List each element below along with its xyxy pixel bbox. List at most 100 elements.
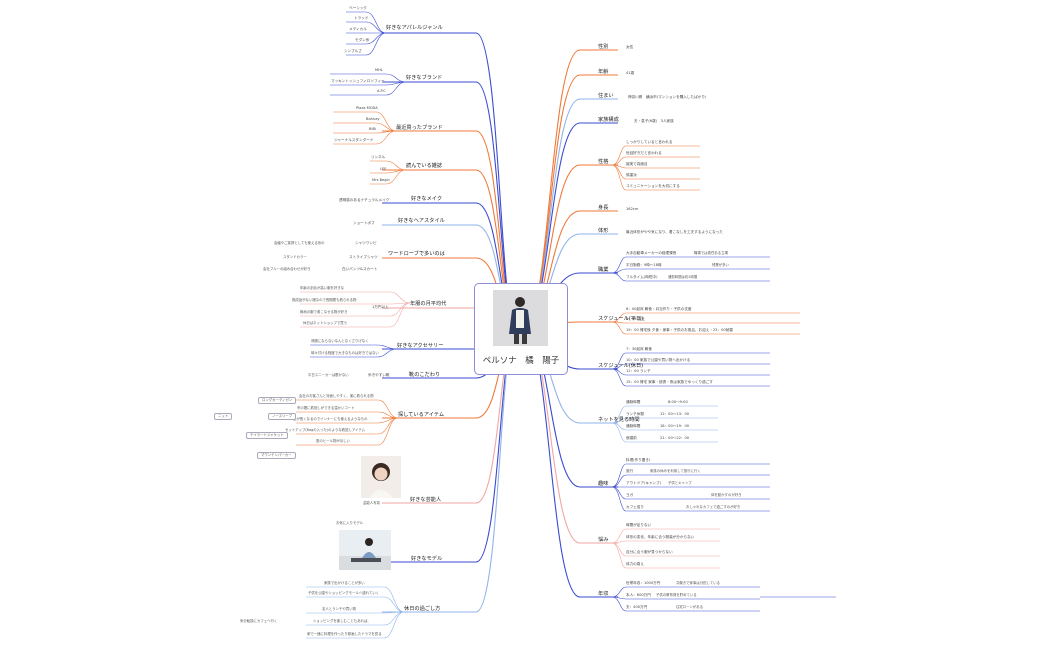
wardrobe-item[interactable]: ストライプシャツ	[349, 255, 378, 259]
hobby-note[interactable]: 家族の休みを利用して旅行に行く	[650, 469, 701, 473]
net-label[interactable]: 就寝前	[626, 436, 637, 440]
topic-job[interactable]: 職業	[598, 267, 609, 273]
topic-hair[interactable]: 好きなヘアスタイル	[398, 218, 445, 224]
wanted-item[interactable]: セットアップ(Bagの入った)のような着回しアイテム	[285, 428, 366, 432]
age-value[interactable]: 41歳	[626, 71, 635, 75]
spending-amount[interactable]: 1万円以上	[372, 305, 389, 309]
apparel-item[interactable]: メディカル	[349, 27, 367, 31]
weekday-item[interactable]: 8：00 出社	[626, 317, 645, 321]
wardrobe-note[interactable]: 会社ブルーの組み合わせが好き	[263, 267, 311, 271]
spending-item[interactable]: 休日はネットショップで買う	[303, 321, 348, 325]
net-label[interactable]: 通勤時間	[626, 400, 641, 404]
topic-accessory[interactable]: 好きなアクセサリー	[397, 343, 444, 349]
income-note[interactable]: 共働きで家事は分担している	[676, 581, 720, 585]
topic-body[interactable]: 体形	[598, 228, 609, 234]
spending-item[interactable]: 無地の服で着こなせる物が好き	[300, 310, 348, 314]
feet-note[interactable]: 平日スニーカーは履かない	[308, 373, 349, 377]
recent-brand-item[interactable]: ジャーナルスタンダード	[334, 138, 374, 142]
worry-item[interactable]: 体形の変化、年齢に合う服装が分からない	[626, 535, 695, 539]
weekend-item[interactable]: 15：00 帰宅 家事・読書・夜は家族でゆっくり過ごす	[626, 380, 713, 384]
holiday-item[interactable]: 友人とランチや買い物	[322, 607, 356, 611]
holiday-item[interactable]: 家で一緒に料理を作ったり録画したドラマを見る	[307, 632, 382, 636]
topic-age[interactable]: 年齢	[598, 69, 609, 75]
recent-brand-item[interactable]: BiBi	[369, 127, 376, 131]
worry-item[interactable]: 時間が足りない	[626, 523, 652, 527]
topic-celebrity[interactable]: 好きな芸能人	[410, 497, 442, 503]
job-item[interactable]: 平日勤務：9時〜18時	[626, 263, 662, 267]
spending-item[interactable]: 既成品がない服なので長期間も着られる物	[292, 298, 357, 302]
net-label[interactable]: ランチ休憩	[626, 412, 644, 416]
income-note[interactable]: 住宅ローンがある	[676, 605, 703, 609]
worry-item[interactable]: 体力の衰え	[626, 562, 644, 566]
brand-item[interactable]: MHL	[375, 68, 383, 72]
income-item[interactable]: 本人：600万円	[626, 593, 651, 597]
holiday-item[interactable]: 家族で出かけることが多い	[324, 581, 365, 585]
hobby-note[interactable]: 体を動かすのが好き	[711, 493, 742, 497]
topic-weekend[interactable]: スケジュール(休日)	[598, 363, 644, 369]
topic-wanted[interactable]: 探しているアイテム	[398, 412, 445, 418]
gender-value[interactable]: 女性	[626, 45, 634, 49]
wardrobe-item[interactable]: 白いパンツ&スカート	[342, 267, 378, 271]
hobby-item[interactable]: アウトドア(キャンプ)	[626, 481, 662, 485]
personality-item[interactable]: 世話好きだと言われる	[626, 151, 662, 155]
topic-net[interactable]: ネットを見る時間	[598, 417, 640, 423]
topic-feet[interactable]: 靴のこだわり	[409, 372, 441, 378]
height-value[interactable]: 162cm	[626, 207, 639, 211]
wanted-side-item[interactable]: ロングカーディガン	[258, 397, 297, 405]
hobby-item[interactable]: 旅行	[626, 469, 634, 473]
apparel-item[interactable]: トラッド	[354, 16, 369, 20]
wanted-item[interactable]: 夏のヒール物がほしい	[316, 439, 350, 443]
hobby-item[interactable]: カフェ巡り	[626, 505, 644, 509]
wardrobe-item[interactable]: シャツワンピ	[355, 241, 377, 245]
net-time[interactable]: 12：00〜13：00	[660, 412, 690, 416]
topic-worry[interactable]: 悩み	[598, 537, 609, 543]
job-item[interactable]: フルタイム(時短中)	[626, 275, 658, 279]
topic-residence[interactable]: 住まい	[598, 93, 614, 99]
hobby-note[interactable]: おしゃれなカフェで過ごすのが好き	[686, 505, 741, 509]
central-topic[interactable]: ペルソナ 橘 陽子	[474, 283, 568, 375]
income-item[interactable]: 世帯年収：1000万円	[626, 581, 661, 585]
accessory-item[interactable]: 邪魔にならないなんとなくさりげなく	[311, 339, 369, 343]
topic-makeup[interactable]: 好きなメイク	[411, 196, 443, 202]
net-label[interactable]: 通勤時間	[626, 424, 641, 428]
hobby-item[interactable]: 料理(作り置き)	[626, 458, 651, 462]
job-item[interactable]: 大手自動車メーカーの経理課長	[626, 251, 677, 255]
hobby-note[interactable]: 子供とキャンプ	[668, 481, 692, 485]
topic-gender[interactable]: 性別	[598, 44, 609, 50]
holiday-note[interactable]: 気分転換にカフェへ行く	[240, 619, 278, 623]
net-time[interactable]: 8:00〜9:00	[668, 400, 688, 404]
topic-weekday[interactable]: スケジュール(平日)	[598, 316, 644, 322]
magazine-item[interactable]: LEE	[380, 167, 387, 171]
wanted-item[interactable]: 夏が長くなるのでインナーにも使えるようなもの	[293, 417, 368, 421]
topic-model[interactable]: 好きなモデル	[411, 556, 443, 562]
topic-brand[interactable]: 好きなブランド	[406, 75, 443, 81]
topic-holiday[interactable]: 休日の過ごし方	[404, 606, 441, 612]
weekend-item[interactable]: 12：00 ランチ	[626, 369, 651, 373]
family-value[interactable]: 夫・息子(6歳) 3人家族	[634, 119, 674, 123]
holiday-item[interactable]: ショッピングを楽しむこともあれば、	[313, 619, 371, 623]
topic-personality[interactable]: 性格	[598, 159, 609, 165]
weekend-item[interactable]: 10：00 家族で公園や買い物へ出かける	[626, 358, 691, 362]
wanted-side-item[interactable]: ニット	[214, 413, 233, 421]
spending-item[interactable]: 年齢の割合が高い服を好きな	[300, 286, 345, 290]
accessory-item[interactable]: 時々付ける程度で大きなものは好きではない	[311, 351, 379, 355]
topic-spending[interactable]: 年服の月平均代	[410, 301, 447, 307]
body-value[interactable]: 最近体形がやや気になり、着こなしを工夫するようになった	[626, 230, 723, 234]
wanted-item[interactable]: 会社のお客さんと対面しやすく、楽に着られる物	[299, 394, 374, 398]
topic-family[interactable]: 家族構成	[598, 117, 619, 123]
topic-magazine[interactable]: 読んでいる雑誌	[406, 163, 443, 169]
holiday-item[interactable]: 子供を公園やショッピングモールへ連れていく	[308, 591, 380, 595]
net-time[interactable]: 21：00〜22：00	[660, 436, 690, 440]
wanted-item[interactable]: 冬の間に着回しができる温かいコート	[297, 406, 355, 410]
brand-item[interactable]: A.P.C	[377, 89, 386, 93]
weekday-item[interactable]: 6：00起床 朝食・弁当作り・子供の支度	[626, 307, 692, 311]
feet-item[interactable]: 歩きやすい靴	[368, 373, 390, 377]
topic-hobby[interactable]: 趣味	[598, 481, 609, 487]
wanted-side-item[interactable]: テイラードジャケット	[246, 432, 288, 440]
makeup-item[interactable]: 透明感のあるナチュラルメイク	[339, 198, 390, 202]
residence-value[interactable]: 神奈川県 横浜市(マンションを購入したばかり)	[628, 95, 707, 99]
worry-item[interactable]: 自分に合う服が見つからない	[626, 550, 673, 554]
weekend-item[interactable]: 7：30起床 朝食	[626, 347, 652, 351]
personality-item[interactable]: コミュニケーションを大切にする	[626, 184, 680, 188]
income-item[interactable]: 夫：400万円	[626, 605, 648, 609]
